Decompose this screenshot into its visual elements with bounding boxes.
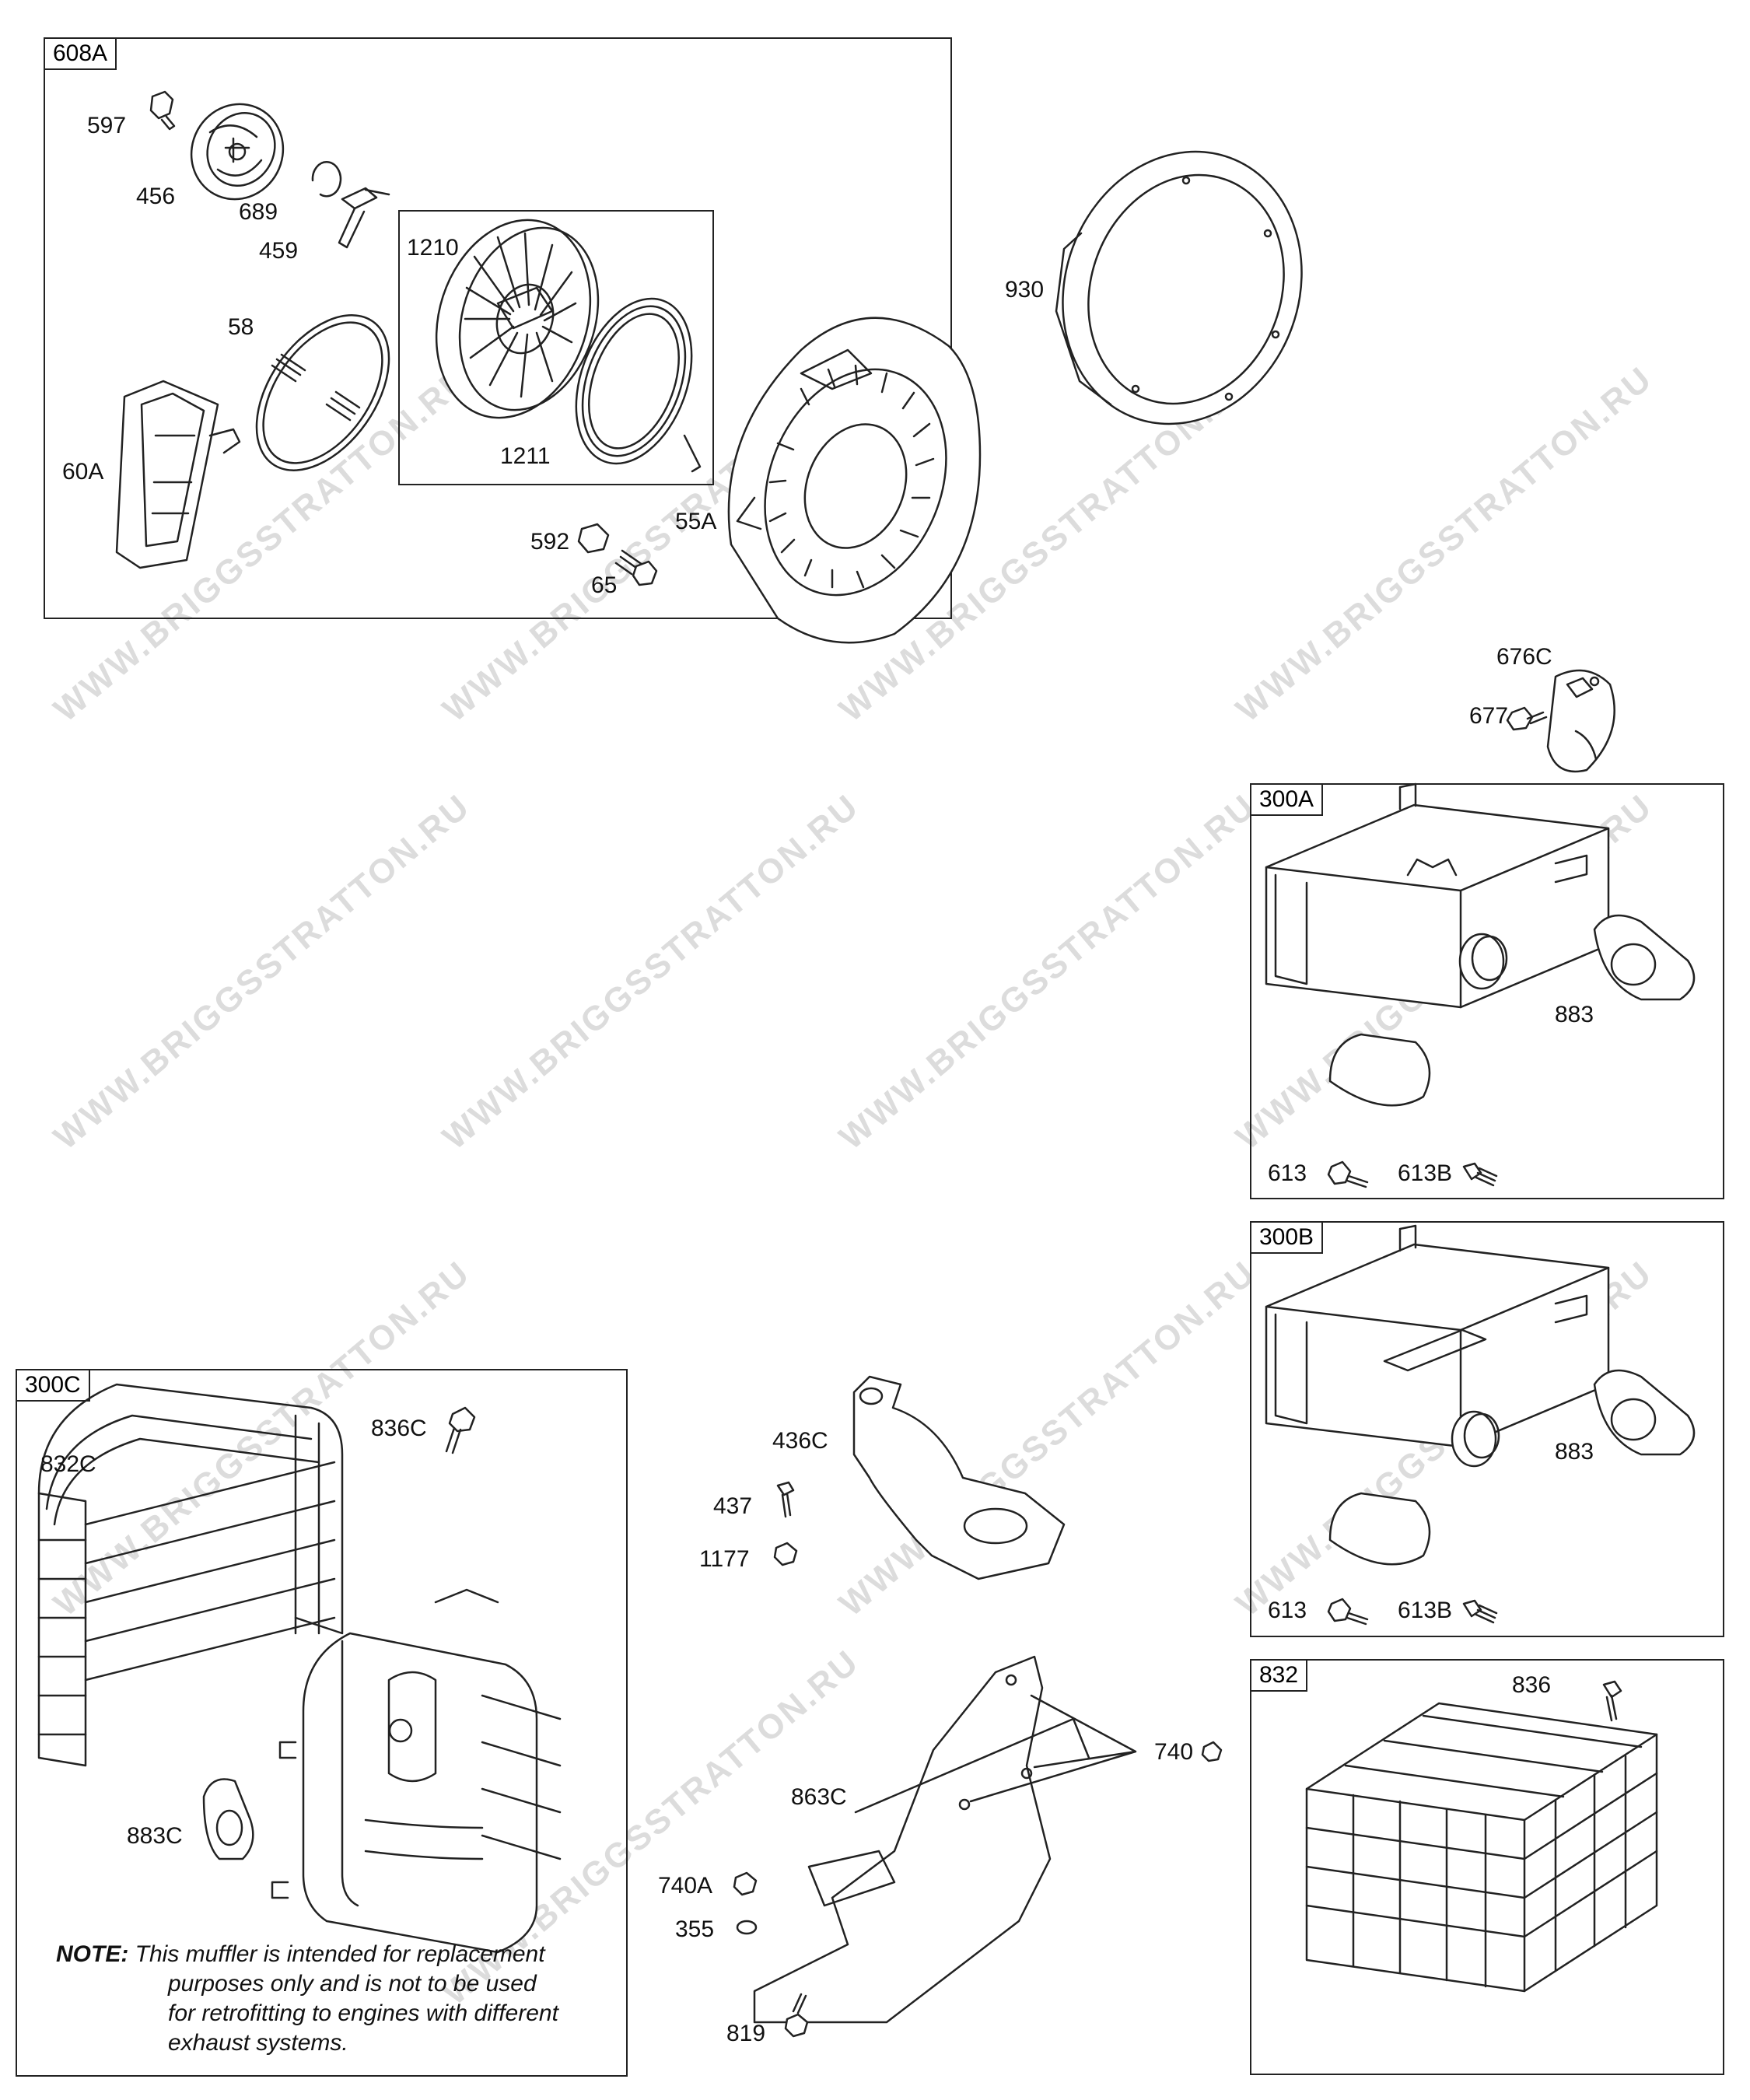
- group-300A-tag: 300A: [1250, 783, 1324, 816]
- bracket-863C-icon: [753, 1655, 1137, 2024]
- group-300B-box: 300B: [1250, 1221, 1724, 1637]
- muffler-300A-icon: [1265, 782, 1610, 1107]
- group-1210-subbox: [398, 210, 714, 485]
- shroud-930-icon: [1055, 150, 1303, 425]
- label-60A: 60A: [62, 459, 104, 485]
- ring-689-icon: [311, 161, 342, 198]
- gasket-883-icon: [1593, 914, 1696, 1001]
- guard-cage-832-icon: [1305, 1702, 1658, 1993]
- label-863C: 863C: [791, 1784, 847, 1810]
- label-55A: 55A: [675, 509, 717, 534]
- label-1210: 1210: [407, 235, 459, 261]
- label-597: 597: [87, 113, 127, 138]
- muffler-300C-body-icon: [271, 1588, 562, 1954]
- label-832C: 832C: [40, 1451, 96, 1477]
- pawl-459-icon: [338, 187, 390, 249]
- label-883C: 883C: [127, 1823, 183, 1849]
- pulley-1210-icon: [435, 219, 600, 419]
- washer-355-icon: [736, 1920, 758, 1935]
- label-836: 836: [1512, 1672, 1552, 1698]
- bolt-613B-icon: [1462, 1599, 1498, 1624]
- blower-housing-55A-icon: [727, 317, 982, 644]
- bolt-613-icon: [1327, 1598, 1369, 1626]
- bolt-819-icon: [784, 1993, 809, 2038]
- group-300C-box: 300C: [16, 1369, 628, 2077]
- screw-437-icon: [776, 1481, 795, 1518]
- note-line-2: purposes only and is not to be used: [168, 1971, 537, 1997]
- label-930: 930: [1005, 277, 1045, 303]
- label-677: 677: [1469, 703, 1509, 729]
- bolt-613-icon: [1327, 1160, 1369, 1188]
- note: NOTE: This muffler is intended for repla…: [56, 1940, 616, 2058]
- screw-836-icon: [1602, 1680, 1622, 1722]
- bolt-613B-icon: [1462, 1162, 1498, 1187]
- guard-832C-icon: [37, 1383, 344, 1767]
- group-608A-box: 608A: [44, 37, 952, 619]
- nut-1177-icon: [773, 1542, 798, 1566]
- label-456: 456: [136, 184, 176, 209]
- group-300C-tag: 300C: [16, 1369, 90, 1402]
- label-1211: 1211: [500, 443, 551, 469]
- label-613: 613: [1268, 1160, 1307, 1186]
- bolt-836C-icon: [445, 1406, 476, 1454]
- label-883: 883: [1555, 1439, 1594, 1465]
- label-819: 819: [726, 2021, 766, 2046]
- group-300B-tag: 300B: [1250, 1221, 1324, 1254]
- label-740: 740: [1154, 1739, 1194, 1765]
- label-65: 65: [591, 572, 618, 598]
- label-355: 355: [675, 1916, 715, 1942]
- label-689: 689: [239, 199, 278, 225]
- bolt-65-icon: [614, 549, 658, 586]
- group-300A-box: 300A: [1250, 783, 1724, 1199]
- label-1177: 1177: [699, 1546, 750, 1572]
- label-58: 58: [228, 314, 254, 340]
- group-832-tag: 832: [1250, 1659, 1308, 1692]
- pawl-plate-456-icon: [190, 103, 285, 201]
- label-613B: 613B: [1398, 1598, 1453, 1623]
- screw-597-icon: [149, 90, 176, 131]
- group-608A-tag: 608A: [44, 37, 117, 70]
- handle-60A-icon: [115, 380, 241, 569]
- note-line-4: exhaust systems.: [168, 2030, 348, 2056]
- label-592: 592: [530, 529, 570, 555]
- exhaust-elbow-436C-icon: [852, 1375, 1066, 1580]
- note-line-3: for retrofitting to engines with differe…: [168, 2000, 558, 2026]
- group-832-box: 832: [1250, 1659, 1724, 2075]
- label-883: 883: [1555, 1002, 1594, 1027]
- label-613B: 613B: [1398, 1160, 1453, 1186]
- label-740A: 740A: [658, 1873, 713, 1899]
- label-459: 459: [259, 238, 299, 264]
- spring-58-icon: [255, 314, 390, 471]
- nut-740A-icon: [733, 1871, 758, 1896]
- spring-1211-icon: [575, 297, 702, 473]
- note-line-1: This muffler is intended for replacement: [135, 1941, 545, 1967]
- nut-740-icon: [1201, 1741, 1223, 1762]
- gasket-883C-icon: [202, 1778, 254, 1860]
- label-613: 613: [1268, 1598, 1307, 1623]
- muffler-300B-icon: [1265, 1224, 1610, 1566]
- label-676C: 676C: [1496, 644, 1552, 670]
- label-437: 437: [713, 1493, 753, 1519]
- screw-677-icon: [1506, 706, 1548, 731]
- guard-676C-icon: [1546, 669, 1615, 773]
- label-836C: 836C: [371, 1416, 427, 1441]
- gasket-883-icon: [1593, 1369, 1696, 1456]
- label-436C: 436C: [772, 1428, 828, 1454]
- nut-592-icon: [577, 523, 610, 554]
- note-label: NOTE:: [56, 1941, 129, 1967]
